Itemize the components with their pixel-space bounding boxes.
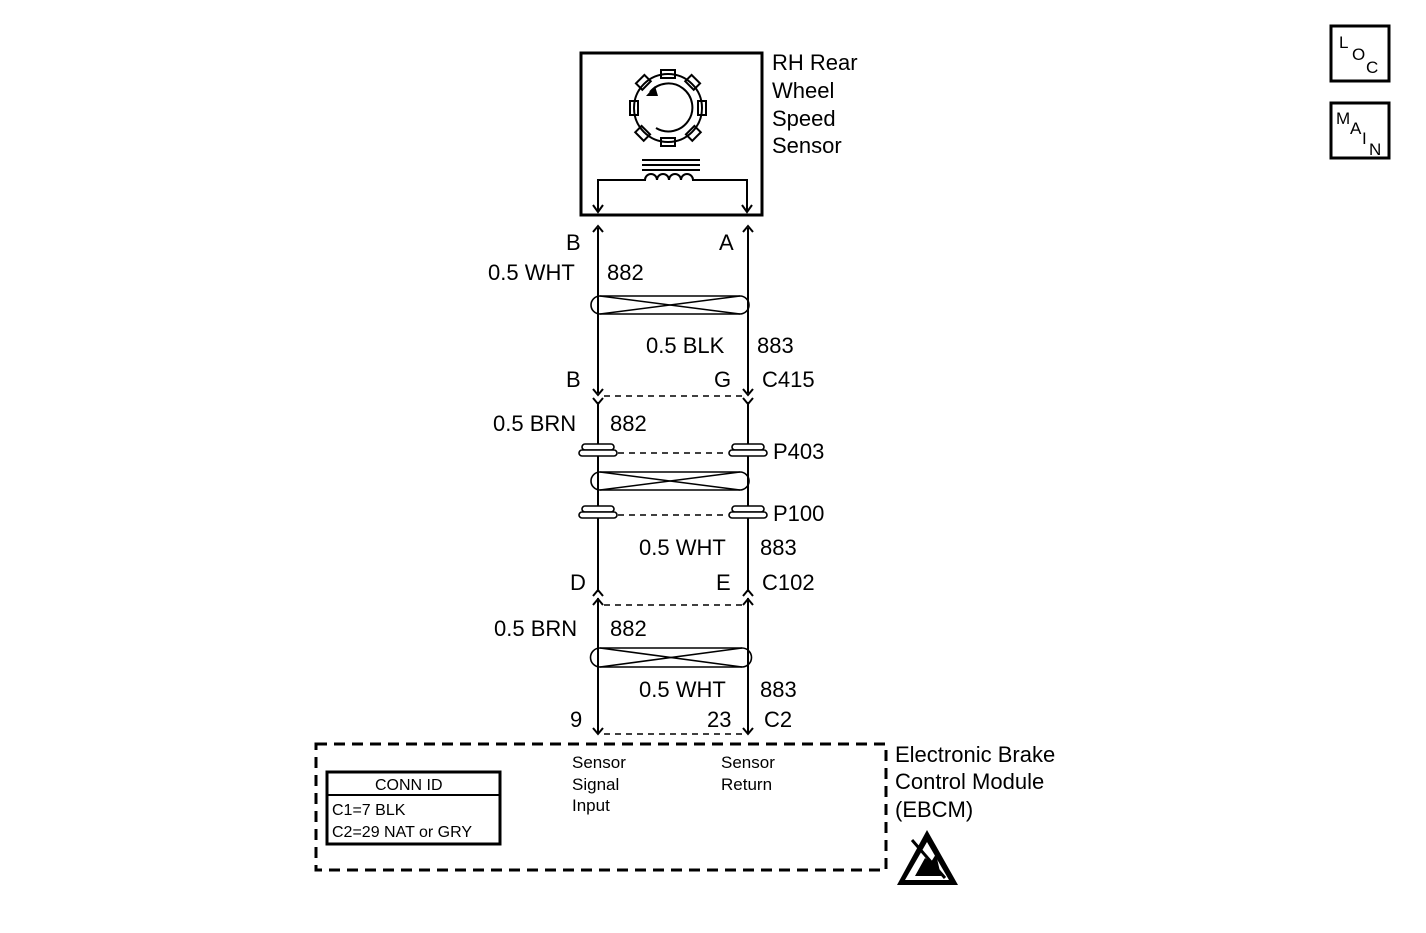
grommet-p403 <box>578 443 768 457</box>
conn-id-row: C2=29 NAT or GRY <box>332 824 472 841</box>
sensor-title: Wheel <box>772 78 834 103</box>
sensor-title: Speed <box>772 106 836 131</box>
connector-pin-label: 9 <box>570 707 582 732</box>
twisted-pair-icon <box>590 295 750 315</box>
circuit-number-label: 882 <box>610 411 647 436</box>
twisted-pair-icon <box>589 647 753 668</box>
circuit-number-label: 882 <box>607 260 644 285</box>
conn-id-row: C1=7 BLK <box>332 802 406 819</box>
grommet-p100 <box>578 505 768 519</box>
module-title: (EBCM) <box>895 797 973 822</box>
circuit-number-label: 883 <box>760 677 797 702</box>
sensor-pin-label: B <box>566 230 581 255</box>
wire-color-label: 0.5 WHT <box>639 535 726 560</box>
sensor-title: RH Rear <box>772 50 858 75</box>
wire-color-label: 0.5 WHT <box>488 260 575 285</box>
ebcm-module <box>314 742 888 872</box>
grommet-label: P100 <box>773 501 824 526</box>
loc-button[interactable]: L O C <box>1329 24 1391 83</box>
terminal-function-label: Sensor <box>721 753 775 772</box>
sensor-title: Sensor <box>772 133 842 158</box>
main-letter: N <box>1369 140 1381 159</box>
sensor-pin-label: A <box>719 230 734 255</box>
terminal-function-label: Return <box>721 775 772 794</box>
main-letter: I <box>1362 129 1367 148</box>
connector-name-label: C102 <box>762 570 815 595</box>
wheel-speed-sensor <box>579 51 764 217</box>
sensor-coil-icon <box>592 159 753 214</box>
wire-color-label: 0.5 BRN <box>494 616 577 641</box>
connector-pin-label: D <box>570 570 586 595</box>
grommet-label: P403 <box>773 439 824 464</box>
connector-c2 <box>592 727 754 736</box>
loc-letter: L <box>1339 33 1348 52</box>
wire-color-label: 0.5 WHT <box>639 677 726 702</box>
circuit-number-label: 882 <box>610 616 647 641</box>
connector-name-label: C2 <box>764 707 792 732</box>
twisted-pair-icon <box>590 471 750 491</box>
loc-letter: C <box>1366 58 1378 77</box>
connector-pin-label: B <box>566 367 581 392</box>
connector-c415 <box>592 388 754 406</box>
module-title: Control Module <box>895 769 1044 794</box>
esd-warning-icon <box>897 830 958 885</box>
terminal-function-label: Sensor <box>572 753 626 772</box>
connector-c102 <box>592 588 754 606</box>
tone-wheel-icon <box>629 69 707 147</box>
loc-letter: O <box>1352 45 1365 64</box>
conn-id-table <box>325 770 502 846</box>
wire-color-label: 0.5 BLK <box>646 333 725 358</box>
module-title: Electronic Brake <box>895 742 1055 767</box>
main-letter: A <box>1350 119 1362 138</box>
main-letter: M <box>1336 109 1350 128</box>
main-button[interactable]: M A I N <box>1329 101 1391 160</box>
connector-name-label: C415 <box>762 367 815 392</box>
conn-id-title: CONN ID <box>375 777 443 794</box>
terminal-function-label: Input <box>572 796 610 815</box>
wire-color-label: 0.5 BRN <box>493 411 576 436</box>
terminal-function-label: Signal <box>572 775 619 794</box>
connector-pin-label: G <box>714 367 731 392</box>
circuit-number-label: 883 <box>757 333 794 358</box>
connector-pin-label: 23 <box>707 707 731 732</box>
connector-pin-label: E <box>716 570 731 595</box>
sensor-connector <box>592 224 754 233</box>
circuit-number-label: 883 <box>760 535 797 560</box>
